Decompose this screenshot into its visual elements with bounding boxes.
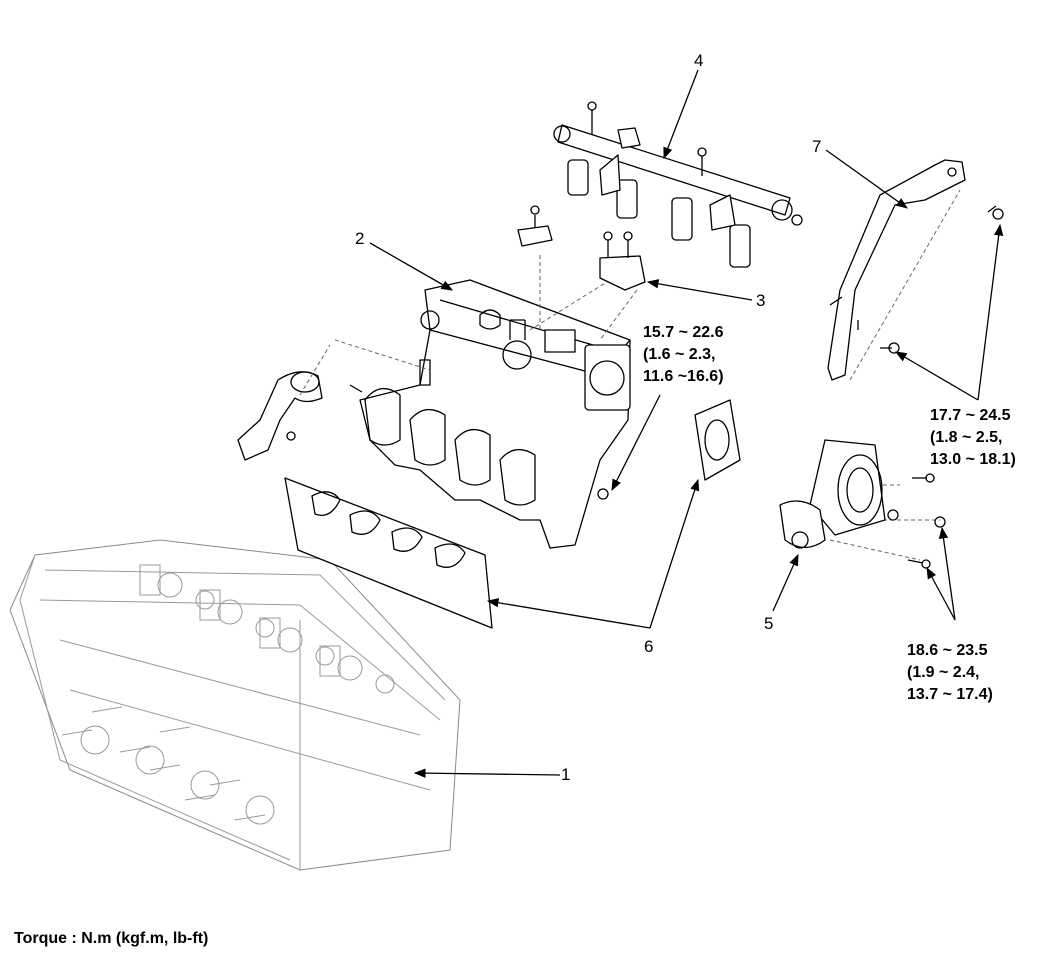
callout-2: 2 [355,229,365,248]
throttle-body [779,439,946,569]
callout-5: 5 [764,614,774,633]
torque-nm: 17.7 ~ 24.5 [930,407,1011,424]
torque-lbft: 13.7 ~ 17.4) [907,686,993,703]
callout-4: 4 [694,51,704,70]
throttle-body-gasket [694,399,741,481]
callout-3: 3 [756,291,766,310]
water-hose [237,371,323,461]
torque-spec-bracket-bolts: 17.7 ~ 24.5 (1.8 ~ 2.5, 13.0 ~ 18.1) [930,405,1016,471]
torque-spec-throttle-body: 18.6 ~ 23.5 (1.9 ~ 2.4, 13.7 ~ 17.4) [907,640,993,706]
torque-lbft: 11.6 ~16.6) [643,368,724,385]
torque-kgfm: (1.6 ~ 2.3, [643,346,716,363]
callout-1: 1 [561,765,571,784]
intake-manifold [349,279,631,549]
torque-lbft: 13.0 ~ 18.1) [930,451,1016,468]
intake-manifold-gasket [284,477,493,629]
cylinder-head [9,539,461,871]
leader-arrows [369,69,1004,778]
torque-nm: 18.6 ~ 23.5 [907,642,988,659]
fuel-rail-injectors [553,101,803,268]
torque-nm: 15.7 ~ 22.6 [643,324,724,341]
intake-sensor [517,205,646,291]
torque-kgfm: (1.8 ~ 2.5, [930,429,1003,446]
torque-spec-manifold-nut: 15.7 ~ 22.6 (1.6 ~ 2.3, 11.6 ~16.6) [643,322,724,388]
support-bracket [827,159,1004,381]
callout-7: 7 [812,137,822,156]
callout-6: 6 [644,637,654,656]
torque-unit-legend: Torque : N.m (kgf.m, lb-ft) [14,930,209,947]
torque-kgfm: (1.9 ~ 2.4, [907,664,980,681]
